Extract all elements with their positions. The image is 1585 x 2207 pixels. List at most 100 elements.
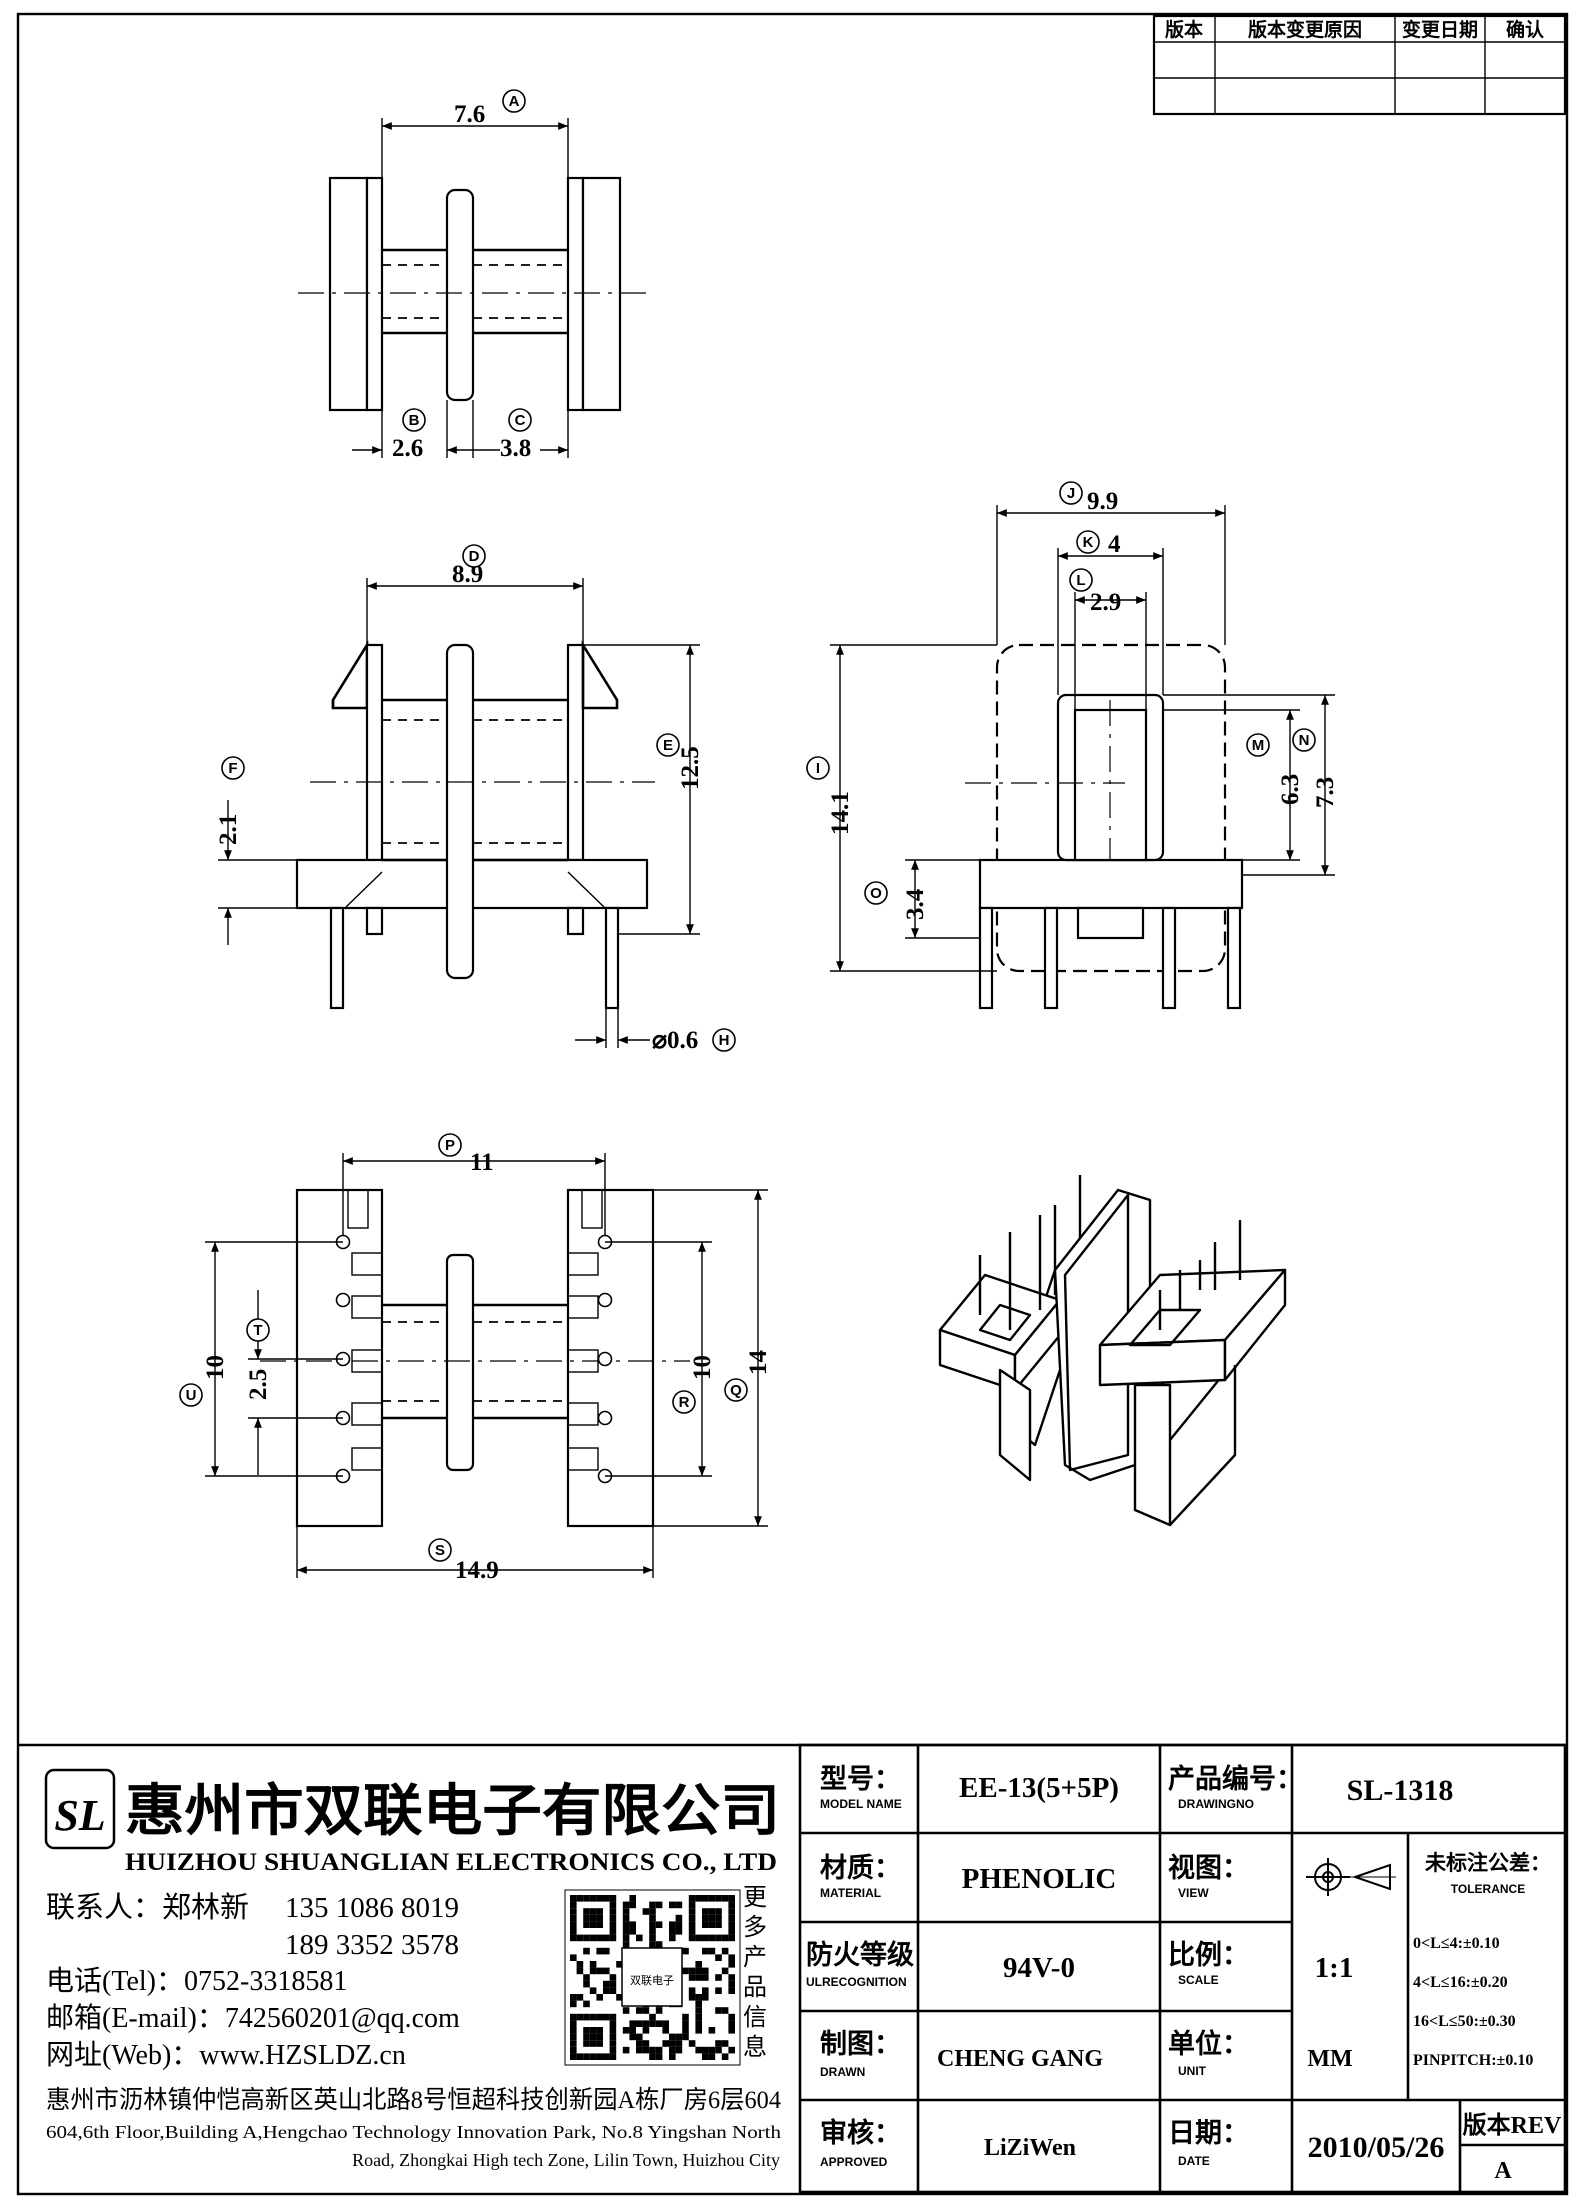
scale-label-en: SCALE xyxy=(1178,1973,1219,1987)
dim-t-value: 2.5 xyxy=(245,1369,272,1400)
contact-phone-1: 135 1086 8019 xyxy=(285,1892,459,1924)
drawingno-value: SL-1318 xyxy=(1347,1774,1454,1807)
fire-value: 94V-0 xyxy=(1003,1952,1075,1984)
dim-a-value: 7.6 xyxy=(454,101,485,128)
date-value: 2010/05/26 xyxy=(1308,2131,1445,2164)
dim-u-value: 10 xyxy=(202,1355,229,1380)
isometric-view xyxy=(938,1175,1287,1527)
svg-text:产: 产 xyxy=(743,1944,767,1971)
projection-symbol-icon xyxy=(1306,1858,1396,1896)
dim-m-value: 6.3 xyxy=(1277,774,1304,805)
dim-e-label: E xyxy=(663,737,673,754)
unit-value: MM xyxy=(1307,2046,1352,2072)
rev-value: A xyxy=(1494,2158,1512,2184)
dim-p-label: P xyxy=(445,1137,455,1154)
dim-s-value: 14.9 xyxy=(455,1557,499,1584)
scale-label-cn: 比例： xyxy=(1168,1940,1249,1970)
approved-label-en: APPROVED xyxy=(820,2155,888,2169)
dim-l-label: L xyxy=(1076,572,1085,589)
dim-j-value: 9.9 xyxy=(1087,488,1118,515)
top-view xyxy=(298,118,650,458)
unit-label-en: UNIT xyxy=(1178,2064,1207,2078)
title-block: 型号： MODEL NAME EE-13(5+5P) 产品编号： DRAWING… xyxy=(798,1743,1567,2194)
side-view xyxy=(830,505,1335,1010)
dim-c-label: C xyxy=(515,412,526,429)
rev-label: 版本REV xyxy=(1463,2112,1562,2139)
dim-n-value: 7.3 xyxy=(1312,777,1339,808)
qr-caption: 更 多 产 品 信 息 xyxy=(743,1885,767,2061)
dim-l-value: 2.9 xyxy=(1090,589,1121,616)
fire-label-en: ULRECOGNITION xyxy=(806,1975,907,1989)
view-label-en: VIEW xyxy=(1178,1886,1209,1900)
dim-b-value: 2.6 xyxy=(392,435,423,462)
address-cn: 惠州市沥林镇仲恺高新区英山北路8号恒超科技创新园A栋厂房6层604 xyxy=(46,2086,781,2114)
dim-h-label: H xyxy=(719,1032,730,1049)
dim-d-label: D xyxy=(469,548,480,565)
fire-label-cn: 防火等级 xyxy=(806,1939,914,1970)
dim-u-label: U xyxy=(186,1387,197,1404)
contact-web: 网址(Web)：www.HZSLDZ.cn xyxy=(46,2039,406,2071)
dim-i-value: 14.1 xyxy=(827,791,854,835)
dim-n-label: N xyxy=(1299,732,1310,749)
approved-value: LiZiWen xyxy=(984,2135,1076,2161)
svg-text:信: 信 xyxy=(743,2004,767,2031)
drawingno-label-cn: 产品编号： xyxy=(1168,1763,1303,1794)
dim-c-value: 3.8 xyxy=(500,435,531,462)
company-name-cn: 惠州市双联电子有限公司 xyxy=(125,1781,780,1843)
company-block: SL 惠州市双联电子有限公司 HUIZHOU SHUANGLIAN ELECTR… xyxy=(44,1768,781,2170)
contact-phone-2: 189 3352 3578 xyxy=(285,1929,459,1961)
dim-j-label: J xyxy=(1067,485,1075,502)
qr-center-text: 双联电子 xyxy=(630,1974,674,1987)
rev-header-date: 变更日期 xyxy=(1402,18,1478,41)
contact-tel: 电话(Tel)：0752-3318581 xyxy=(46,1965,347,1997)
address-en-2: Road, Zhongkai High tech Zone, Lilin Tow… xyxy=(352,2150,780,2170)
svg-text:更: 更 xyxy=(743,1885,767,1911)
view-label-cn: 视图： xyxy=(1168,1853,1249,1883)
dim-a-label: A xyxy=(509,93,520,110)
dim-o-value: 3.4 xyxy=(902,888,929,920)
tolerance-range-2: 4<L≤16:±0.20 xyxy=(1413,1974,1508,1991)
date-label-en: DATE xyxy=(1178,2154,1210,2168)
drawn-label-cn: 制图： xyxy=(820,2029,901,2059)
revision-table: 版本 版本变更原因 变更日期 确认 xyxy=(1152,14,1567,116)
company-logo xyxy=(44,1768,116,1850)
dim-q-value: 14 xyxy=(745,1350,772,1376)
dim-b-label: B xyxy=(409,412,420,429)
drawing-border xyxy=(16,12,1569,2196)
dim-i-label: I xyxy=(816,760,820,777)
rev-header-confirm: 确认 xyxy=(1506,18,1544,41)
drawn-value: CHENG GANG xyxy=(937,2046,1103,2072)
tolerance-label-en: TOLERANCE xyxy=(1451,1882,1525,1896)
svg-text:息: 息 xyxy=(743,2034,767,2061)
dim-k-value: 4 xyxy=(1108,531,1121,558)
drawingno-label-en: DRAWINGNO xyxy=(1178,1797,1254,1811)
dim-t-label: T xyxy=(253,1322,262,1339)
dim-s-label: S xyxy=(435,1542,445,1559)
dim-f-label: F xyxy=(228,760,237,777)
qr-code: 双联电子 xyxy=(564,1889,741,2066)
front-view xyxy=(218,578,700,1048)
dim-f-value: 2.1 xyxy=(215,814,242,845)
dim-r-value: 10 xyxy=(689,1355,716,1380)
dimension-letters: A B C D E F H J K L I O M N P S U T R Q xyxy=(179,89,1316,1562)
unit-label-cn: 单位： xyxy=(1168,2028,1249,2059)
company-name-en: HUIZHOU SHUANGLIAN ELECTRONICS CO., LTD xyxy=(125,1849,777,1876)
material-value: PHENOLIC xyxy=(962,1863,1117,1895)
tolerance-label-cn: 未标注公差： xyxy=(1425,1851,1551,1875)
tolerance-pinpitch: PINPITCH:±0.10 xyxy=(1413,2052,1533,2069)
tolerance-range-1: 0<L≤4:±0.10 xyxy=(1413,1935,1500,1952)
contact-person: 联系人：郑林新 xyxy=(46,1891,249,1924)
dim-r-label: R xyxy=(679,1394,690,1411)
scale-value: 1:1 xyxy=(1315,1952,1354,1984)
dim-m-label: M xyxy=(1252,737,1265,754)
dim-o-label: O xyxy=(870,885,882,902)
dim-k-label: K xyxy=(1083,534,1094,551)
material-label-en: MATERIAL xyxy=(820,1886,881,1900)
svg-text:品: 品 xyxy=(743,1975,767,2001)
rev-header-version: 版本 xyxy=(1165,18,1203,41)
rev-header-reason: 版本变更原因 xyxy=(1248,18,1362,41)
dim-p-value: 11 xyxy=(470,1149,494,1176)
company-logo-letters: SL xyxy=(54,1791,105,1840)
model-label-cn: 型号： xyxy=(820,1764,901,1794)
